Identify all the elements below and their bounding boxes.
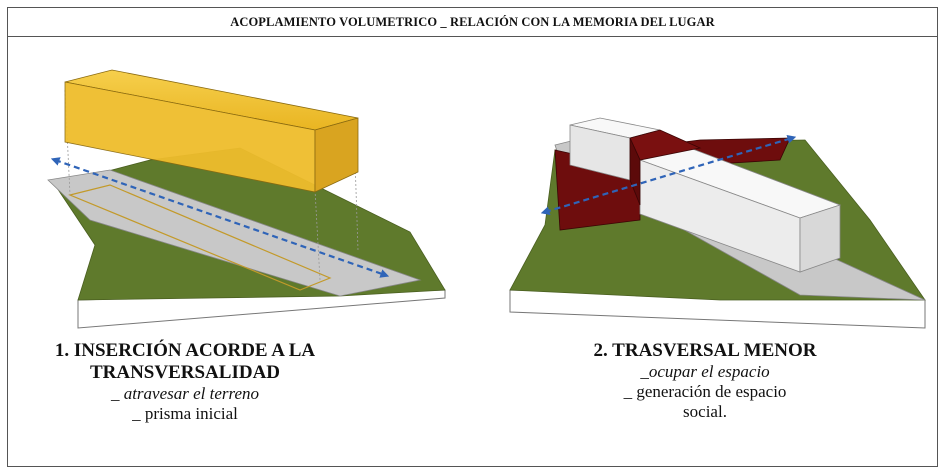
panel-1-heading-line1: 1. INSERCIÓN ACORDE A LA xyxy=(54,340,316,361)
panel-2-heading-line1: 2. TRASVERSAL MENOR xyxy=(593,340,817,361)
page-title: ACOPLAMIENTO VOLUMETRICO _ RELACIÓN CON … xyxy=(230,14,715,29)
panel-1-subtitle-2: _ prisma inicial xyxy=(132,404,238,423)
prism-end xyxy=(314,117,359,193)
double-arrow-icon xyxy=(50,157,390,278)
panel-2-subtitle-2: _ generación de espacio xyxy=(623,382,787,401)
header-bar: ACOPLAMIENTO VOLUMETRICO _ RELACIÓN CON … xyxy=(8,8,937,37)
panel-2-caption: 2. TRASVERSAL MENOR _ocupar el espacio _… xyxy=(540,340,870,422)
panel-1-caption: 1. INSERCIÓN ACORDE A LA TRANSVERSALIDAD… xyxy=(25,340,345,424)
scene-1-model xyxy=(47,69,446,329)
white-block-end xyxy=(799,204,841,273)
panel-2-subtitle-3: social. xyxy=(683,402,727,421)
scene-2-model xyxy=(509,117,926,329)
double-arrow-icon xyxy=(540,135,797,215)
panel-1-subtitle-1: _ atravesar el terreno xyxy=(110,384,260,403)
panel-2-subtitle-1: _ocupar el espacio xyxy=(640,362,770,381)
panel-1-heading-line2: TRANSVERSALIDAD xyxy=(89,362,281,383)
